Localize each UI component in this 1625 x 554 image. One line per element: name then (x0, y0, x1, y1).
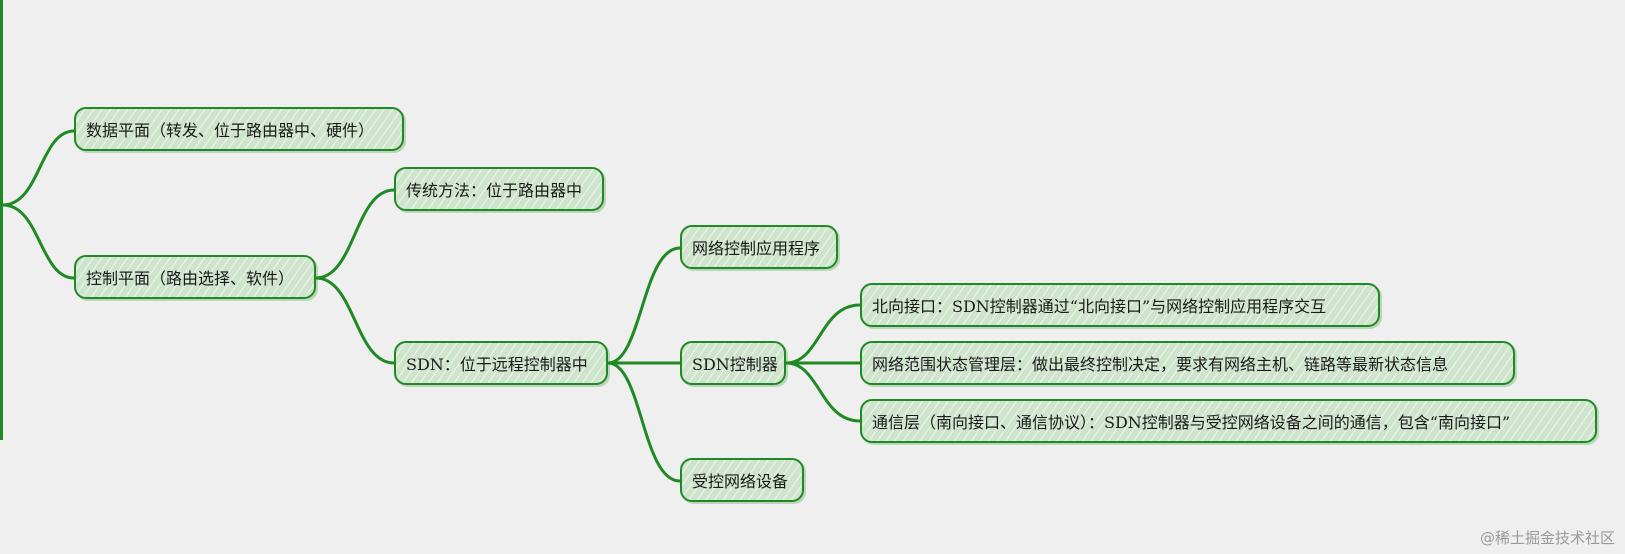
node-northbound-interface[interactable]: 北向接口：SDN控制器通过“北向接口”与网络控制应用程序交互 (860, 283, 1380, 327)
node-data-plane[interactable]: 数据平面（转发、位于路由器中、硬件） (74, 107, 404, 151)
edge-control-sdn (314, 276, 396, 365)
watermark: @稀土掘金技术社区 (1479, 529, 1615, 547)
node-sdn[interactable]: SDN：位于远程控制器中 (394, 341, 608, 385)
edge-control-traditional (314, 188, 396, 280)
root-branch-line (0, 0, 3, 440)
edge-root-data-plane (1, 129, 76, 207)
node-controlled-devices[interactable]: 受控网络设备 (680, 458, 804, 502)
node-communication-layer[interactable]: 通信层（南向接口、通信协议）：SDN控制器与受控网络设备之间的通信，包含“南向接… (860, 399, 1597, 443)
edge-sdn-devices (606, 361, 682, 483)
edge-sdn-app (606, 246, 682, 365)
node-sdn-controller[interactable]: SDN控制器 (680, 341, 786, 385)
edge-controller-north (784, 303, 862, 365)
node-state-management-layer[interactable]: 网络范围状态管理层：做出最终控制决定，要求有网络主机、链路等最新状态信息 (860, 341, 1515, 385)
node-control-plane[interactable]: 控制平面（路由选择、软件） (74, 255, 316, 299)
edge-controller-comm (784, 361, 862, 423)
node-network-control-app[interactable]: 网络控制应用程序 (680, 225, 838, 269)
edge-root-control-plane (1, 203, 76, 280)
node-traditional-method[interactable]: 传统方法：位于路由器中 (394, 167, 604, 211)
